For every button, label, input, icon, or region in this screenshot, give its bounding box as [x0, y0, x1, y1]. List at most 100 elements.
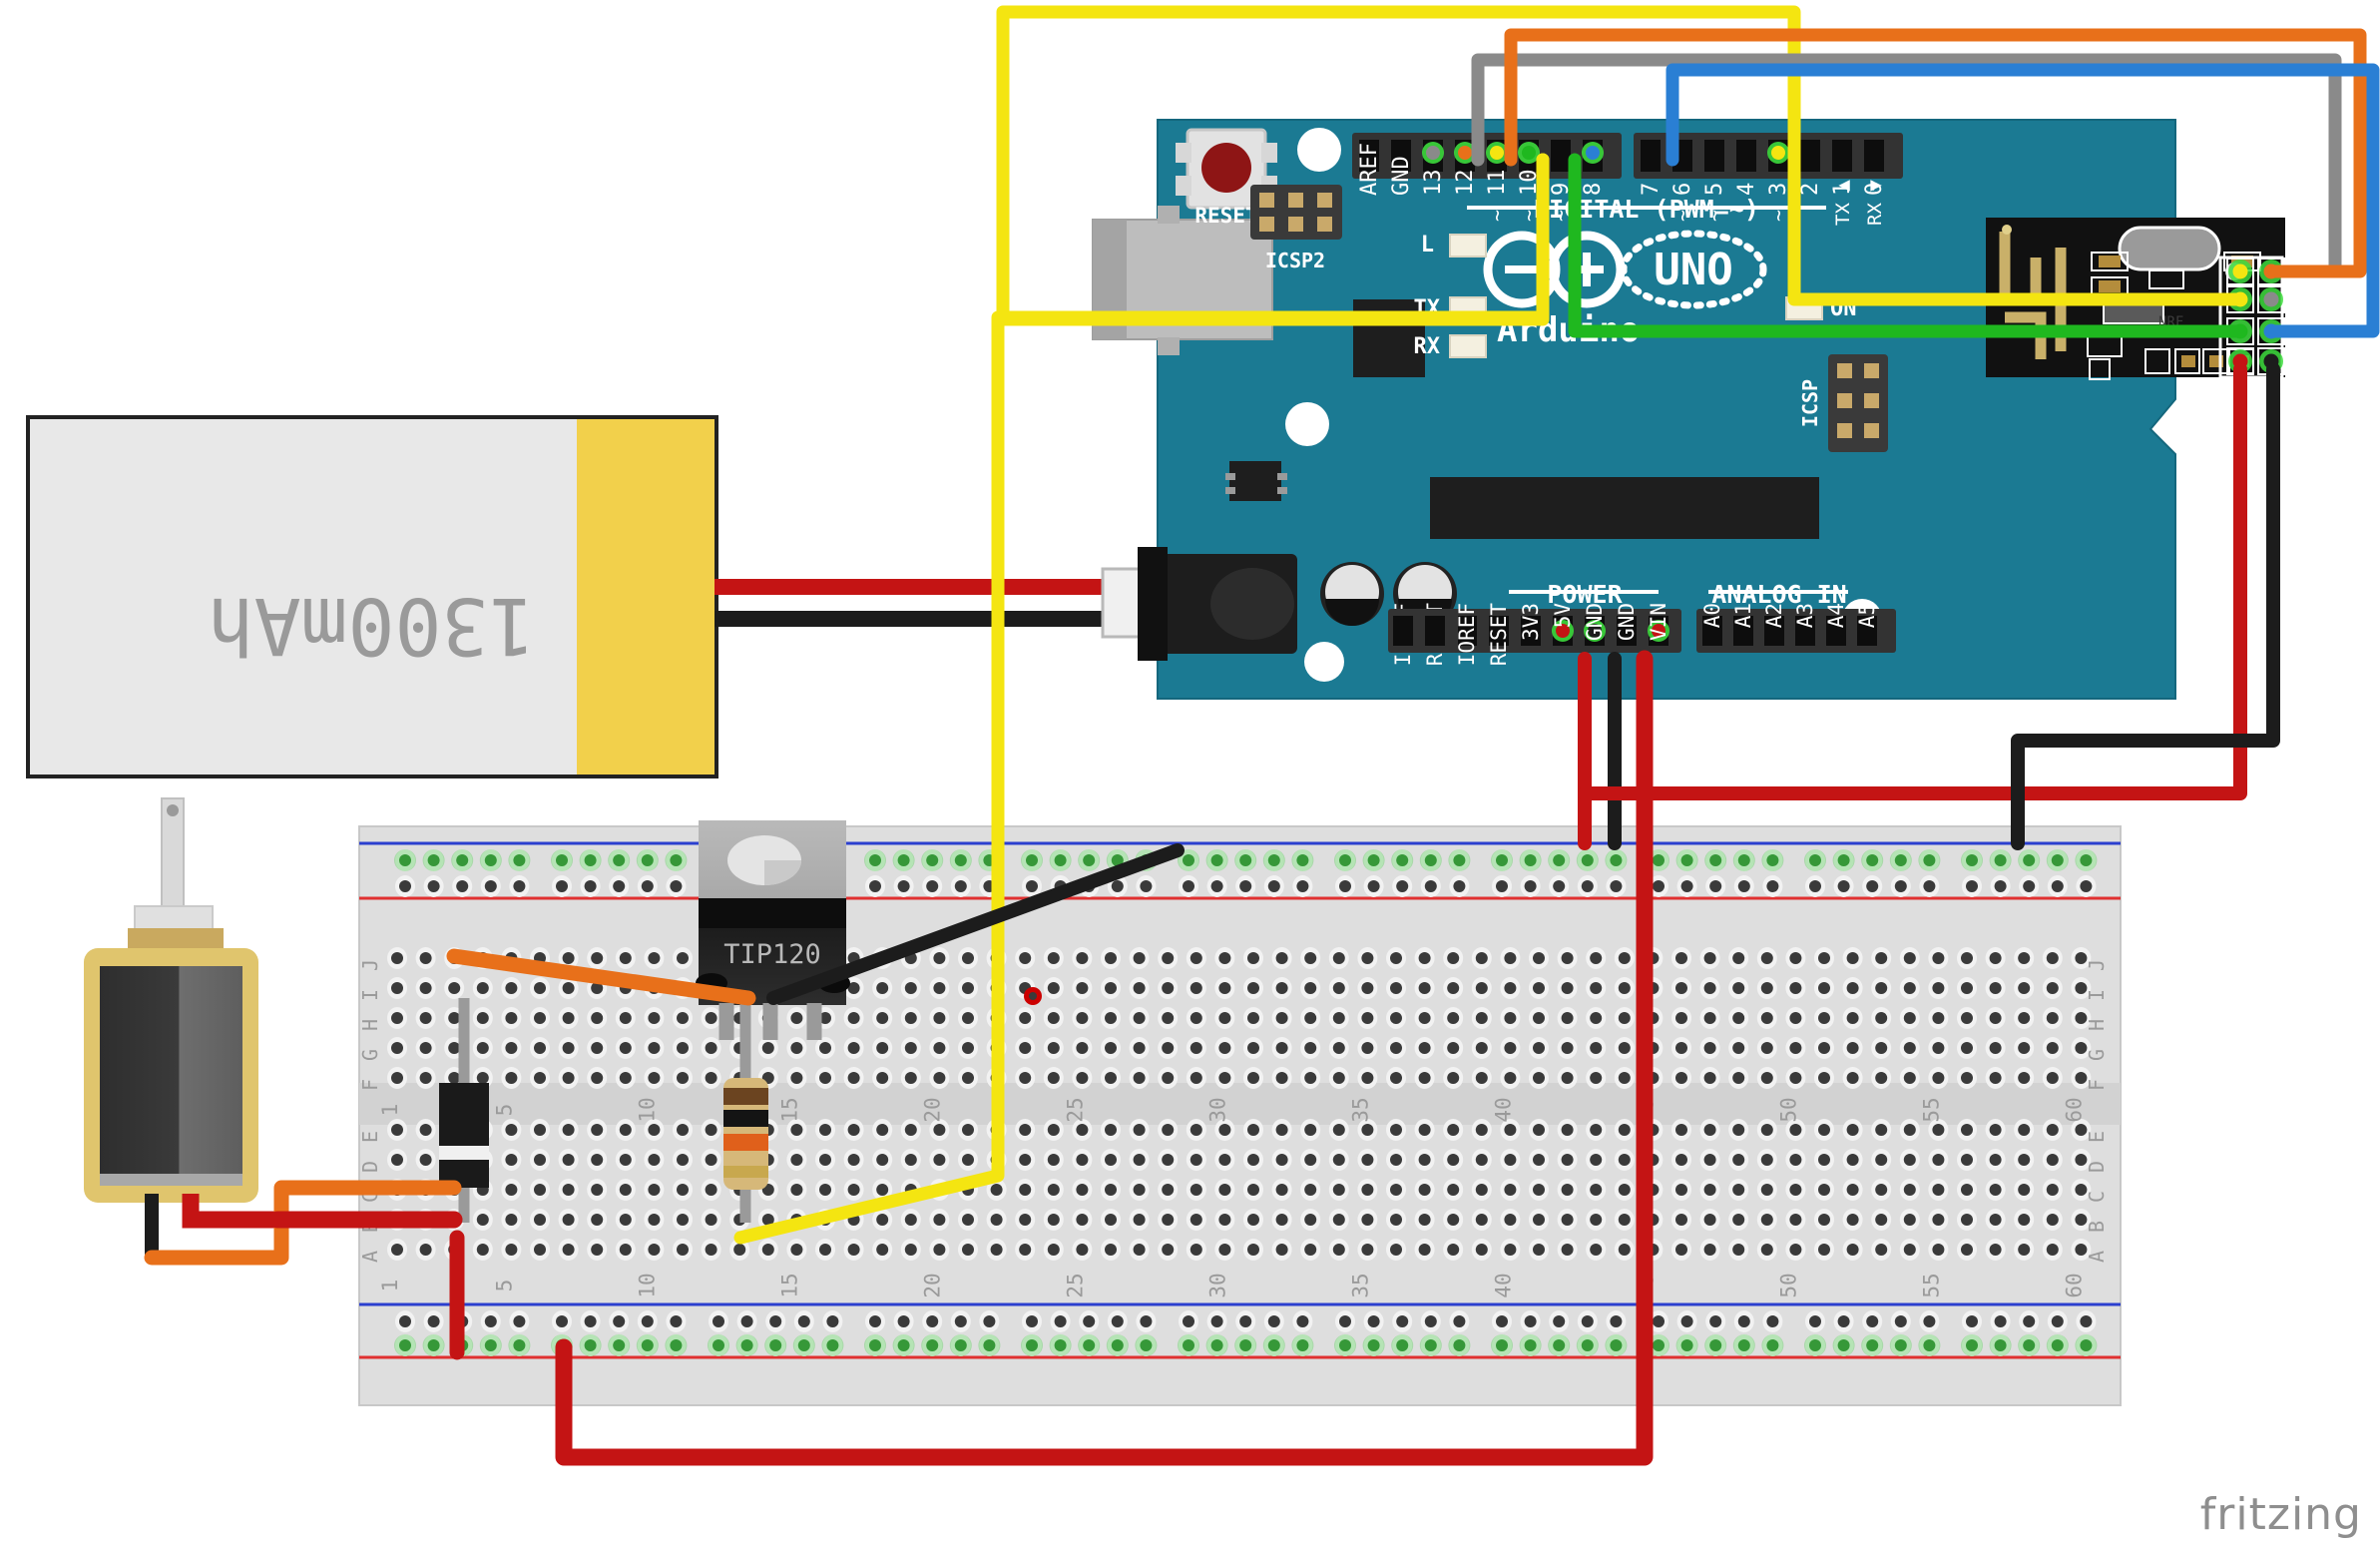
- breadboard-hole[interactable]: [2042, 947, 2063, 969]
- breadboard-hole[interactable]: [1985, 1067, 2006, 1089]
- breadboard-hole[interactable]: [1704, 849, 1727, 871]
- breadboard-hole[interactable]: [1990, 1310, 2011, 1332]
- breadboard-hole[interactable]: [1919, 1310, 1940, 1332]
- breadboard-hole[interactable]: [1101, 1209, 1121, 1231]
- breadboard-hole[interactable]: [1500, 1149, 1521, 1171]
- breadboard-hole[interactable]: [1814, 1007, 1834, 1029]
- breadboard-hole[interactable]: [1756, 1179, 1777, 1201]
- breadboard-hole[interactable]: [1015, 1007, 1036, 1029]
- breadboard-hole[interactable]: [1586, 1067, 1607, 1089]
- breadboard-hole[interactable]: [1728, 1037, 1749, 1059]
- breadboard-hole[interactable]: [843, 1067, 864, 1089]
- breadboard-hole[interactable]: [1985, 1037, 2006, 1059]
- breadboard-hole[interactable]: [587, 1119, 608, 1141]
- breadboard-hole[interactable]: [2014, 1067, 2035, 1089]
- breadboard-hole[interactable]: [1243, 1209, 1263, 1231]
- breadboard-hole[interactable]: [552, 875, 572, 897]
- breadboard-hole[interactable]: [929, 977, 950, 999]
- breadboard-hole[interactable]: [1699, 977, 1720, 999]
- breadboard-hole[interactable]: [1234, 1334, 1257, 1356]
- breadboard-hole[interactable]: [1899, 1149, 1920, 1171]
- breadboard-hole[interactable]: [2014, 1239, 2035, 1261]
- breadboard-hole[interactable]: [387, 947, 407, 969]
- breadboard-hole[interactable]: [1928, 1067, 1949, 1089]
- breadboard-hole[interactable]: [872, 1209, 893, 1231]
- breadboard-hole[interactable]: [958, 1007, 978, 1029]
- breadboard-hole[interactable]: [1414, 1067, 1435, 1089]
- breadboard-hole[interactable]: [900, 1119, 921, 1141]
- breadboard-hole[interactable]: [472, 1007, 493, 1029]
- breadboard-hole[interactable]: [1957, 1239, 1977, 1261]
- breadboard-hole[interactable]: [615, 1007, 636, 1029]
- breadboard-hole[interactable]: [1728, 1149, 1749, 1171]
- breadboard-hole[interactable]: [708, 1334, 729, 1356]
- breadboard-hole[interactable]: [1586, 977, 1607, 999]
- breadboard-hole[interactable]: [1899, 977, 1920, 999]
- breadboard-hole[interactable]: [1186, 1067, 1206, 1089]
- breadboard-hole[interactable]: [2042, 1007, 2063, 1029]
- breadboard-hole[interactable]: [1106, 1334, 1129, 1356]
- breadboard-hole[interactable]: [1529, 947, 1549, 969]
- breadboard-hole[interactable]: [701, 1179, 721, 1201]
- breadboard-hole[interactable]: [1728, 1209, 1749, 1231]
- breadboard-hole[interactable]: [1842, 1239, 1863, 1261]
- breadboard-hole[interactable]: [2018, 1334, 2041, 1356]
- breadboard-hole[interactable]: [1871, 947, 1892, 969]
- breadboard-hole[interactable]: [615, 1119, 636, 1141]
- breadboard-hole[interactable]: [1300, 1179, 1321, 1201]
- breadboard-hole[interactable]: [893, 875, 914, 897]
- breadboard-hole[interactable]: [958, 1037, 978, 1059]
- breadboard-hole[interactable]: [1419, 849, 1442, 871]
- wire-orange-breadboard-jumper[interactable]: [446, 948, 756, 1006]
- breadboard-hole[interactable]: [1214, 1067, 1235, 1089]
- breadboard-hole[interactable]: [701, 1239, 721, 1261]
- breadboard-hole[interactable]: [1186, 1179, 1206, 1201]
- breadboard-hole[interactable]: [530, 977, 550, 999]
- breadboard-hole[interactable]: [1842, 947, 1863, 969]
- breadboard-hole[interactable]: [422, 849, 445, 871]
- breadboard-hole[interactable]: [1050, 1310, 1071, 1332]
- breadboard-hole[interactable]: [979, 1310, 1000, 1332]
- breadboard-hole[interactable]: [1889, 1334, 1912, 1356]
- breadboard-hole[interactable]: [415, 1149, 436, 1171]
- breadboard-hole[interactable]: [1386, 1179, 1406, 1201]
- breadboard-hole[interactable]: [1529, 1179, 1549, 1201]
- breadboard-hole[interactable]: [580, 1310, 601, 1332]
- breadboard-hole[interactable]: [387, 1149, 407, 1171]
- breadboard-hole[interactable]: [1586, 1007, 1607, 1029]
- breadboard-hole[interactable]: [1205, 849, 1228, 871]
- breadboard-hole[interactable]: [1614, 1067, 1635, 1089]
- breadboard-hole[interactable]: [1756, 947, 1777, 969]
- breadboard-hole[interactable]: [2042, 1209, 2063, 1231]
- breadboard-hole[interactable]: [2042, 1119, 2063, 1141]
- breadboard-hole[interactable]: [501, 1007, 522, 1029]
- breadboard-hole[interactable]: [872, 1007, 893, 1029]
- breadboard-hole[interactable]: [666, 875, 687, 897]
- breadboard-hole[interactable]: [1363, 875, 1384, 897]
- breadboard-hole[interactable]: [394, 1334, 416, 1356]
- breadboard-hole[interactable]: [1235, 1310, 1256, 1332]
- breadboard-hole[interactable]: [1328, 1239, 1349, 1261]
- breadboard-hole[interactable]: [1300, 1119, 1321, 1141]
- breadboard-hole[interactable]: [922, 1310, 943, 1332]
- breadboard-hole[interactable]: [615, 1239, 636, 1261]
- breadboard-hole[interactable]: [872, 1239, 893, 1261]
- breadboard-hole[interactable]: [615, 1037, 636, 1059]
- breadboard-hole[interactable]: [1243, 977, 1263, 999]
- breadboard-hole[interactable]: [395, 1310, 415, 1332]
- breadboard-hole[interactable]: [1386, 1209, 1406, 1231]
- breadboard-hole[interactable]: [736, 1310, 757, 1332]
- breadboard-hole[interactable]: [609, 875, 630, 897]
- breadboard-hole[interactable]: [394, 849, 416, 871]
- breadboard-hole[interactable]: [1271, 977, 1292, 999]
- breadboard-hole[interactable]: [1328, 977, 1349, 999]
- pin-socket-2[interactable]: [1800, 140, 1820, 172]
- breadboard-hole[interactable]: [558, 1037, 579, 1059]
- breadboard-hole[interactable]: [1919, 875, 1940, 897]
- breadboard-hole[interactable]: [1101, 1067, 1121, 1089]
- breadboard-hole[interactable]: [1928, 1119, 1949, 1141]
- breadboard-hole[interactable]: [1814, 1179, 1834, 1201]
- breadboard-hole[interactable]: [1243, 1007, 1263, 1029]
- breadboard-hole[interactable]: [1386, 1007, 1406, 1029]
- breadboard-hole[interactable]: [1962, 875, 1982, 897]
